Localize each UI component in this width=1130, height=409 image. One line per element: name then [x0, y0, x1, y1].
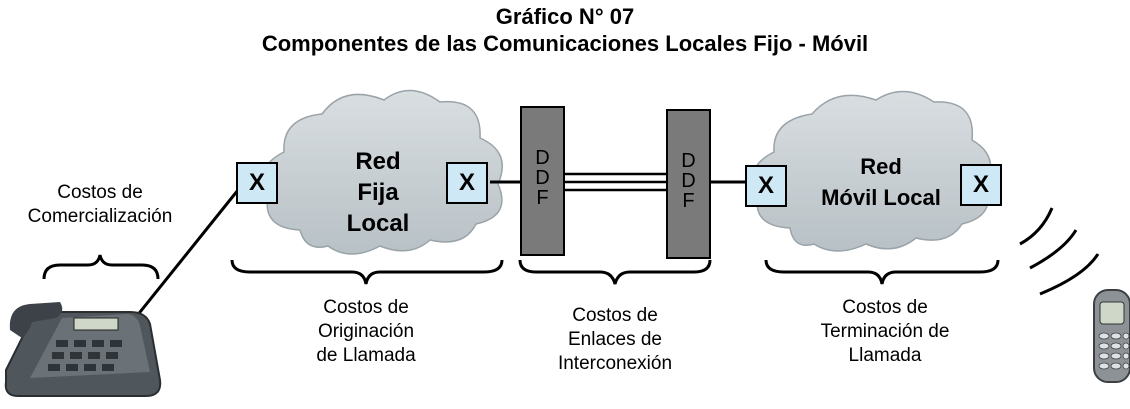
label-line: Llamada: [848, 345, 922, 366]
label-line: Costos de: [572, 305, 658, 326]
red-fija-local-label: Red Fija Local: [318, 146, 438, 239]
costos-terminacion-label: Costos de Terminación de Llamada: [800, 296, 970, 368]
label-line: Interconexión: [557, 353, 673, 374]
curly-brace-icon: [42, 254, 160, 280]
ddf-frame-fija: D D F: [520, 106, 565, 256]
ddf-letter: D: [681, 150, 696, 172]
ddf-letter: F: [536, 187, 549, 209]
cloud-icon: [752, 90, 992, 252]
costos-enlaces-label: Costos de Enlaces de Interconexión: [545, 304, 685, 376]
ddf-letter: D: [535, 147, 550, 169]
cloud-icon: [262, 89, 503, 255]
curly-brace-icon: [230, 259, 504, 285]
subscriber-line: [122, 189, 240, 333]
switch-movil-interconnect: X: [745, 165, 787, 207]
diagram-title-line2: Componentes de las Comunicaciones Locale…: [261, 31, 869, 56]
costos-originacion-label: Costos de Originación de Llamada: [296, 296, 436, 368]
label-line: Costos de: [842, 297, 928, 318]
interconnection-link: [563, 172, 668, 192]
red-fija-line1: Red: [355, 148, 401, 175]
label-line: Costos de: [57, 182, 143, 203]
red-movil-local-label: Red Móvil Local: [796, 151, 966, 213]
red-movil-line2: Móvil Local: [821, 185, 941, 210]
ddf-letter: D: [535, 167, 550, 189]
label-line: Enlaces de: [567, 329, 662, 350]
ddf-letter: D: [681, 170, 696, 192]
switch-fija-interconnect: X: [446, 162, 488, 204]
label-line: Terminación de: [820, 321, 950, 342]
red-movil-line1: Red: [860, 154, 902, 179]
curly-brace-icon: [764, 259, 1000, 285]
red-fija-line2: Fija: [357, 179, 399, 206]
red-fija-line3: Local: [346, 210, 410, 237]
label-line: Originación: [317, 321, 415, 342]
label-line: de Llamada: [316, 345, 416, 366]
label-line: Comercialización: [27, 206, 173, 227]
ddf-frame-movil: D D F: [666, 109, 711, 259]
curly-brace-icon: [518, 259, 712, 285]
switch-movil-terminating: X: [960, 164, 1002, 206]
diagram-title-line1: Gráfico N° 07: [495, 4, 635, 29]
wireless-signal-icon: [1019, 207, 1100, 296]
desk-phone-icon: [4, 302, 162, 397]
costos-comercializacion-label: Costos de Comercialización: [0, 181, 200, 229]
ddf-letter: F: [682, 190, 695, 212]
label-line: Costos de: [323, 297, 409, 318]
switch-fija-origin: X: [236, 162, 278, 204]
mobile-phone-icon: [1093, 289, 1130, 383]
